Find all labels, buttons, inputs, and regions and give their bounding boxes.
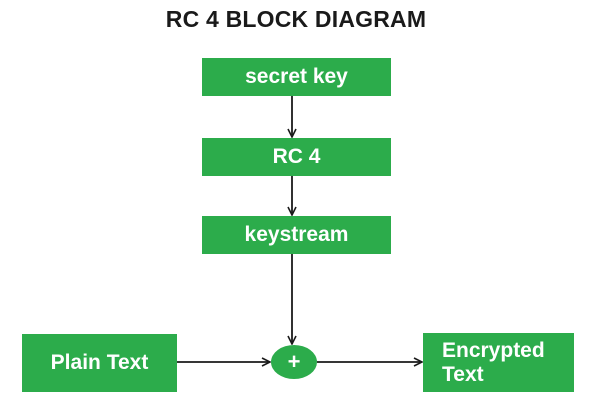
xor-symbol: + xyxy=(287,349,301,374)
secret-key-label: secret key xyxy=(245,65,348,88)
rc4-block: RC 4 xyxy=(202,138,391,176)
plain-text-block: Plain Text xyxy=(22,334,177,392)
keystream-block: keystream xyxy=(202,216,391,254)
diagram-title: RC 4 BLOCK DIAGRAM xyxy=(165,6,427,32)
encrypted-text-label: Encrypted Text xyxy=(442,338,545,386)
secret-key-block: secret key xyxy=(202,58,391,96)
rc4-label: RC 4 xyxy=(272,145,321,168)
keystream-label: keystream xyxy=(244,223,349,246)
encrypted-text-block: Encrypted Text xyxy=(423,333,574,392)
plain-text-label: Plain Text xyxy=(50,351,149,374)
xor-operator-node: + xyxy=(271,345,317,379)
